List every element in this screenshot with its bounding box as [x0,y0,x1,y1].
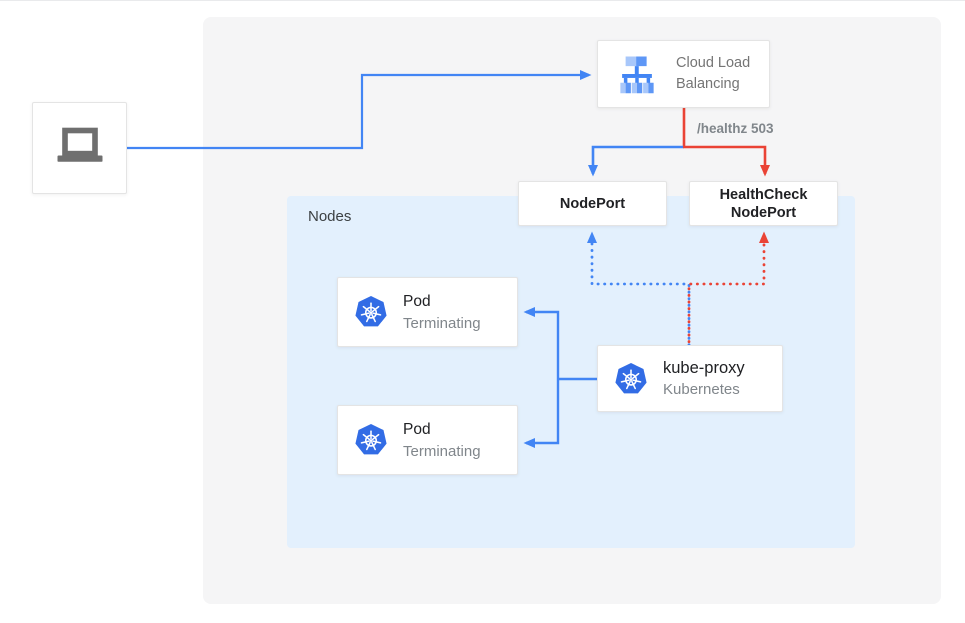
cloud-load-balancing-node: Cloud Load Balancing [597,40,770,108]
kubernetes-icon [615,362,647,393]
healthcheck-nodeport-node: HealthCheck NodePort [689,181,838,226]
pod-status: Terminating [403,442,481,460]
pod-status: Terminating [403,314,481,332]
kubernetes-icon [355,424,387,455]
pod-title: Pod [403,292,431,310]
laptop-icon [57,127,102,162]
healthz-status-label: /healthz 503 [697,121,774,136]
nodeport-label: NodePort [559,195,626,212]
load-balancer-icon [620,56,654,94]
kube-proxy-title: kube-proxy [663,359,745,377]
kube-proxy-node: kube-proxy Kubernetes [597,345,783,412]
kube-proxy-subtitle: Kubernetes [663,381,740,398]
client-node [32,102,127,194]
top-divider [0,0,965,1]
cloud-load-balancing-label: Cloud Load Balancing [676,55,751,92]
pod-2-node: Pod Terminating [337,405,518,475]
pod-title: Pod [403,420,431,438]
healthcheck-nodeport-label: HealthCheck NodePort [719,186,808,221]
nodes-group-label: Nodes [308,208,352,225]
pod-1-node: Pod Terminating [337,277,518,347]
nodeport-node: NodePort [518,181,667,226]
kubernetes-icon [355,296,387,327]
